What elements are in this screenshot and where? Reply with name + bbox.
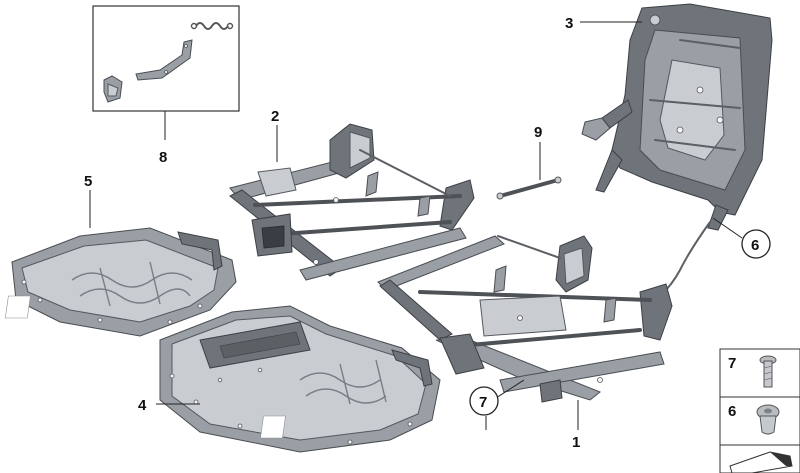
callout-2: 2 bbox=[271, 108, 279, 125]
callout-6-circle bbox=[741, 229, 771, 259]
inset-box-part-8: 8 bbox=[92, 5, 240, 166]
callout-5: 5 bbox=[84, 173, 92, 190]
seat-frame-part-2 bbox=[229, 123, 475, 281]
lever-bracket-icon bbox=[135, 39, 193, 81]
screw-icon bbox=[759, 355, 777, 388]
rivet-icon bbox=[756, 404, 780, 435]
backrest-frame-part-3 bbox=[581, 3, 773, 297]
callout-8: 8 bbox=[159, 149, 167, 166]
fastener-legend: 7 6 bbox=[719, 348, 800, 473]
leader-6 bbox=[712, 217, 743, 239]
seat-pan-part-5 bbox=[4, 227, 237, 337]
callout-6: 6 bbox=[751, 237, 759, 254]
spring-icon bbox=[190, 22, 234, 30]
legend-cell-7 bbox=[719, 348, 800, 398]
rod-part-9 bbox=[496, 176, 562, 200]
clip-part-icon bbox=[103, 75, 123, 103]
legend-cell-6 bbox=[719, 396, 800, 446]
callout-7: 7 bbox=[479, 394, 487, 411]
legend-label-7: 7 bbox=[728, 355, 736, 372]
seat-frame-part-1 bbox=[377, 235, 673, 403]
callout-4: 4 bbox=[138, 397, 147, 414]
callout-3: 3 bbox=[565, 15, 573, 32]
callout-7-circle bbox=[469, 386, 499, 416]
seat-pan-part-4 bbox=[159, 305, 441, 453]
legend-label-6: 6 bbox=[728, 403, 736, 420]
callout-9: 9 bbox=[534, 124, 542, 141]
callout-1: 1 bbox=[572, 434, 580, 451]
arrow-shape-icon bbox=[729, 451, 793, 473]
leader-7a bbox=[495, 379, 525, 399]
